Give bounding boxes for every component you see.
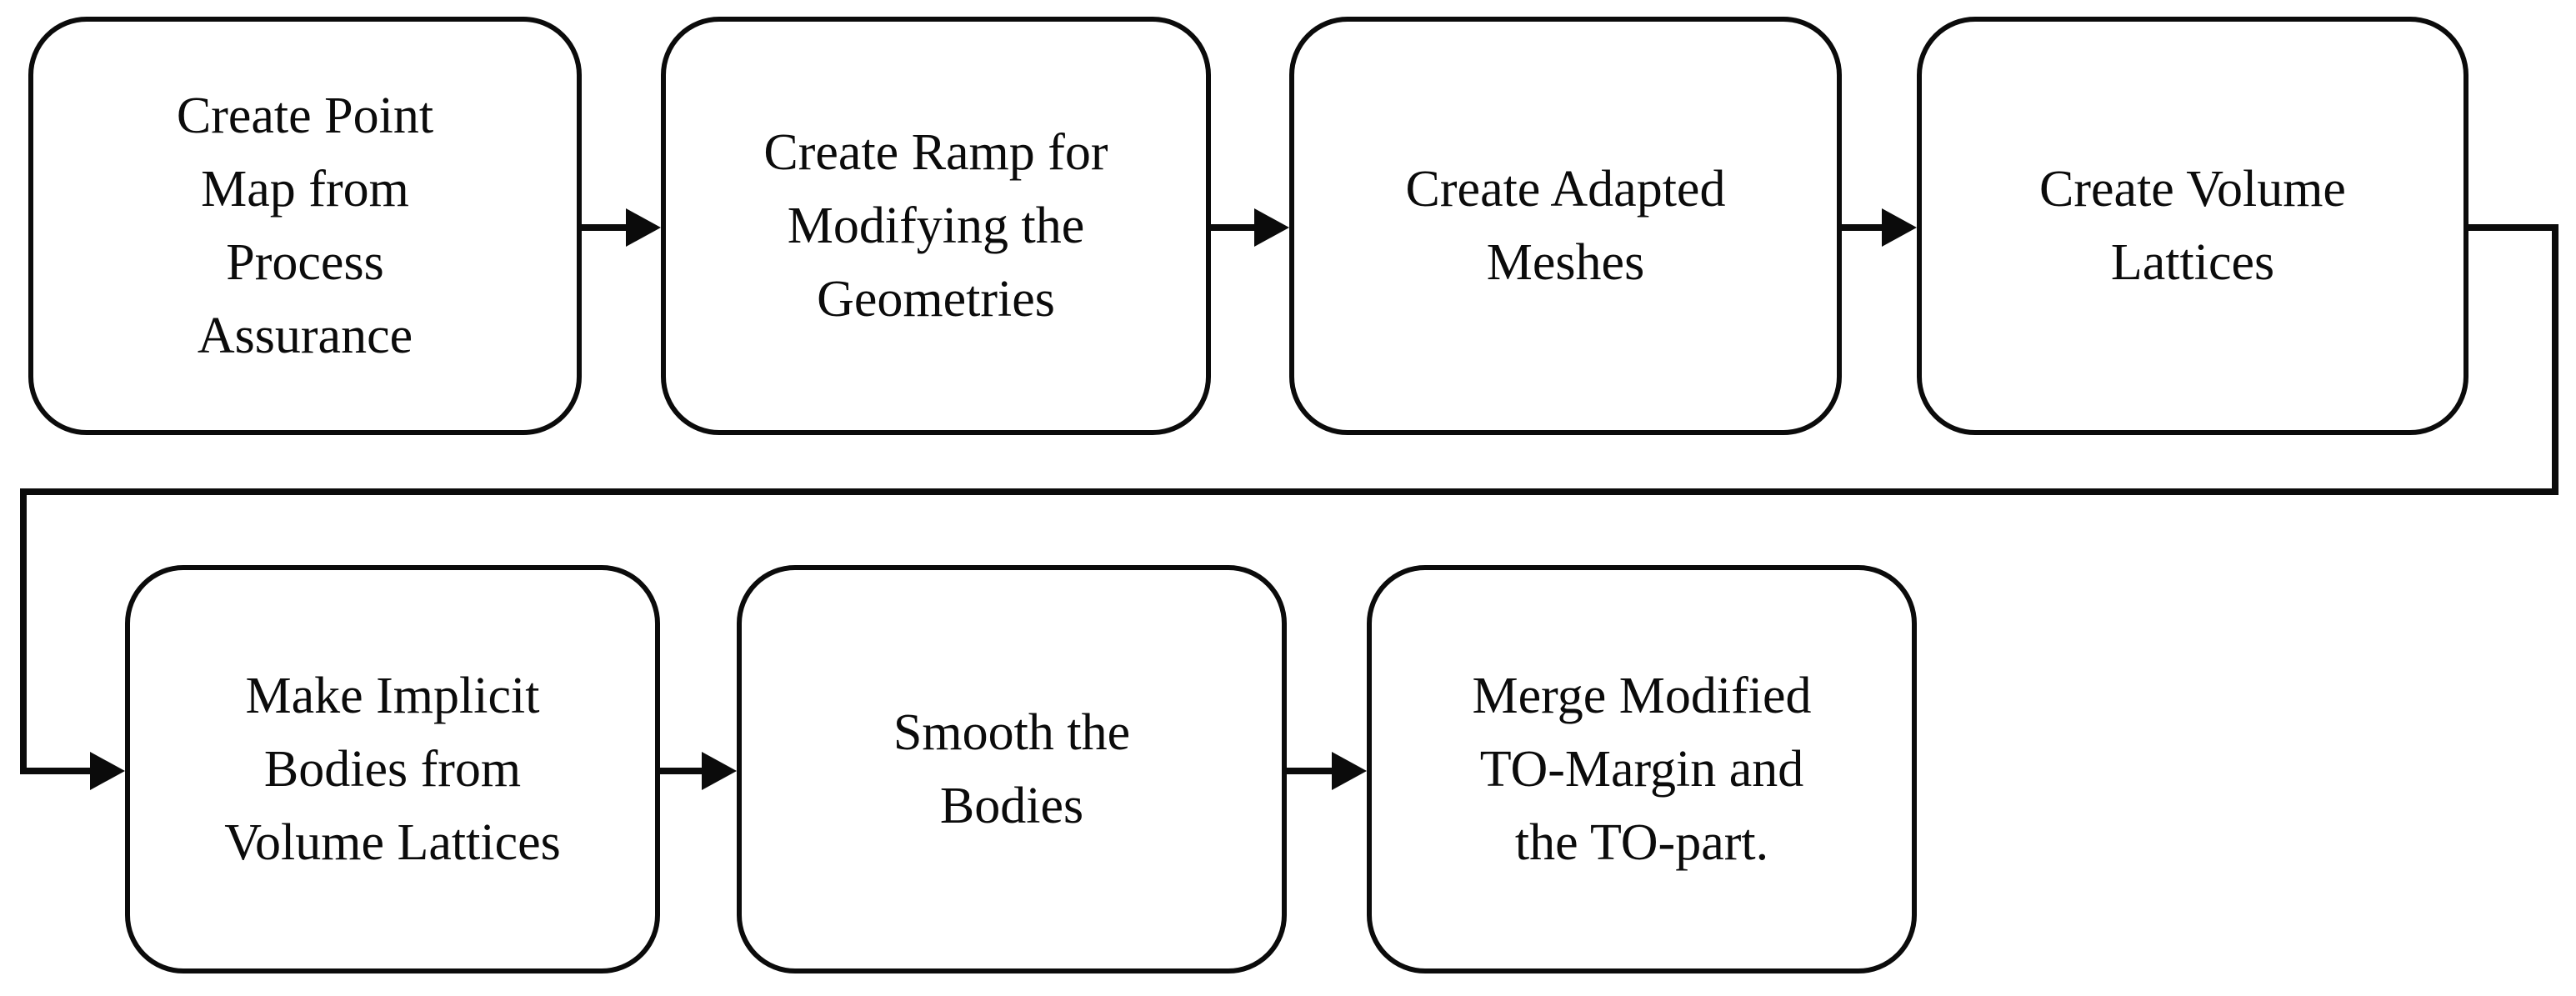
connector-right-vertical (2552, 224, 2558, 495)
arrow-head-icon (626, 208, 661, 247)
arrow-head-icon (1882, 208, 1917, 247)
flow-step-label: Smooth the Bodies (893, 703, 1131, 834)
flow-step-create-ramp: Create Ramp for Modifying the Geometries (661, 17, 1211, 435)
flow-step-merge-to-margin: Merge Modified TO-Margin and the TO-part… (1367, 565, 1917, 973)
flow-step-label: Create Point Map from Process Assurance (176, 87, 434, 365)
connector-left-vertical (20, 488, 27, 774)
arrow-line-step1-step2 (579, 224, 631, 231)
arrow-line-step3-step4 (1840, 224, 1887, 231)
arrow-line-step5-step6 (658, 768, 707, 774)
arrow-head-icon (90, 752, 125, 790)
flow-step-create-adapted-meshes: Create Adapted Meshes (1289, 17, 1842, 435)
flow-step-label: Make Implicit Bodies from Volume Lattice… (224, 667, 561, 872)
arrow-head-icon (1254, 208, 1289, 247)
connector-bottom-horizontal (20, 488, 2558, 495)
arrow-head-icon (1332, 752, 1367, 790)
flow-step-label: Create Volume Lattices (2039, 160, 2346, 291)
flow-step-label: Create Ramp for Modifying the Geometries (763, 123, 1108, 328)
connector-into-step5 (20, 768, 95, 774)
flow-step-label: Create Adapted Meshes (1405, 160, 1726, 291)
flow-step-create-point-map: Create Point Map from Process Assurance (28, 17, 582, 435)
flow-step-smooth-bodies: Smooth the Bodies (737, 565, 1287, 973)
arrow-line-step6-step7 (1285, 768, 1337, 774)
arrow-head-icon (702, 752, 737, 790)
connector-step4-stub (2465, 224, 2558, 231)
arrow-line-step2-step3 (1209, 224, 1259, 231)
flow-step-label: Merge Modified TO-Margin and the TO-part… (1472, 667, 1812, 872)
flow-step-create-volume-lattices: Create Volume Lattices (1917, 17, 2468, 435)
flow-step-make-implicit-bodies: Make Implicit Bodies from Volume Lattice… (125, 565, 660, 973)
